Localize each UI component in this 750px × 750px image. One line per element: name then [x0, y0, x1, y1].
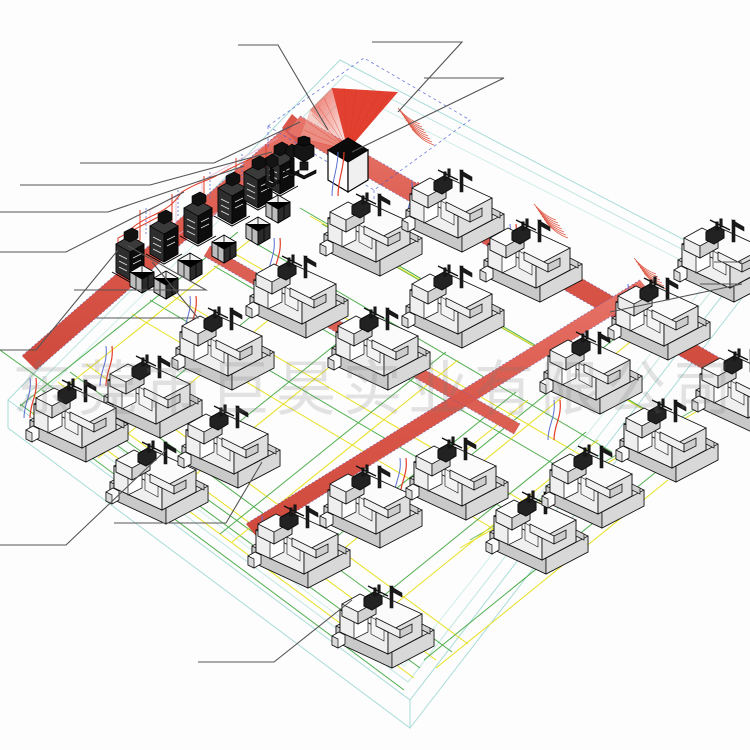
pump-station-enclosure [267, 57, 471, 200]
chip-collection-bin [327, 137, 369, 194]
callout-leader-lines [0, 41, 743, 663]
coolant-pump-station [284, 135, 317, 180]
cnc-lathe-station [319, 192, 423, 277]
filtration-tank-row [111, 137, 299, 300]
cnc-lathe-station [331, 584, 435, 669]
cnc-lathe-station [673, 218, 750, 303]
conveyor-bellows-joint [397, 107, 667, 290]
cnc-lathe-station [615, 398, 719, 483]
coolant-spray-fan [299, 87, 398, 151]
